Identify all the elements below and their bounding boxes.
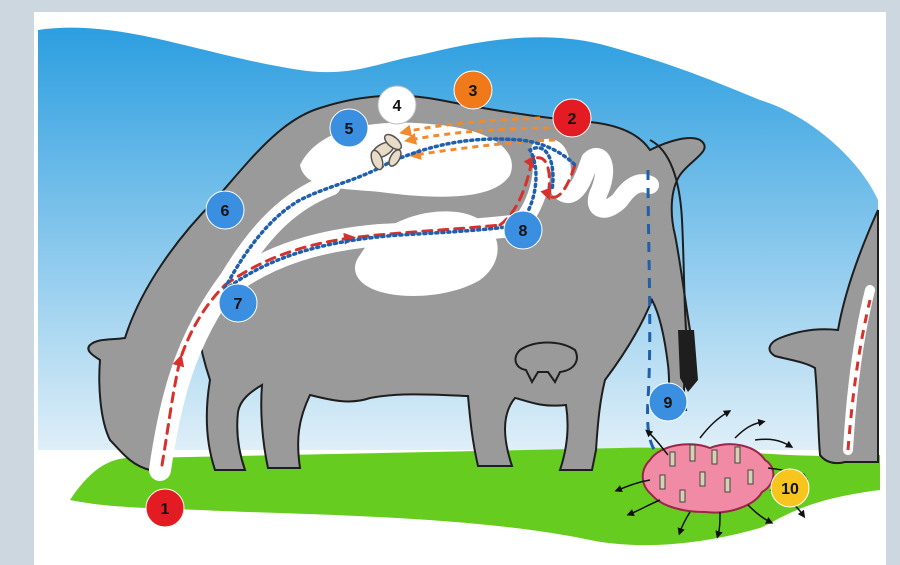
step-badge-7: 7: [219, 284, 257, 322]
svg-text:10: 10: [781, 481, 799, 498]
step-badge-9: 9: [649, 383, 687, 421]
svg-text:5: 5: [345, 121, 354, 138]
step-badge-6: 6: [206, 191, 244, 229]
step-badge-8: 8: [504, 211, 542, 249]
svg-text:6: 6: [221, 203, 230, 220]
step-badge-3: 3: [454, 71, 492, 109]
step-badge-2: 2: [553, 99, 591, 137]
svg-text:1: 1: [161, 501, 170, 518]
step-badge-5: 5: [330, 109, 368, 147]
svg-text:9: 9: [664, 395, 673, 412]
step-badge-1: 1: [146, 489, 184, 527]
svg-text:8: 8: [519, 223, 528, 240]
svg-text:2: 2: [568, 111, 577, 128]
svg-text:7: 7: [234, 296, 243, 313]
svg-text:4: 4: [393, 98, 402, 115]
svg-text:3: 3: [469, 83, 478, 100]
step-badge-10: 10: [771, 469, 809, 507]
step-badge-4: 4: [378, 86, 416, 124]
